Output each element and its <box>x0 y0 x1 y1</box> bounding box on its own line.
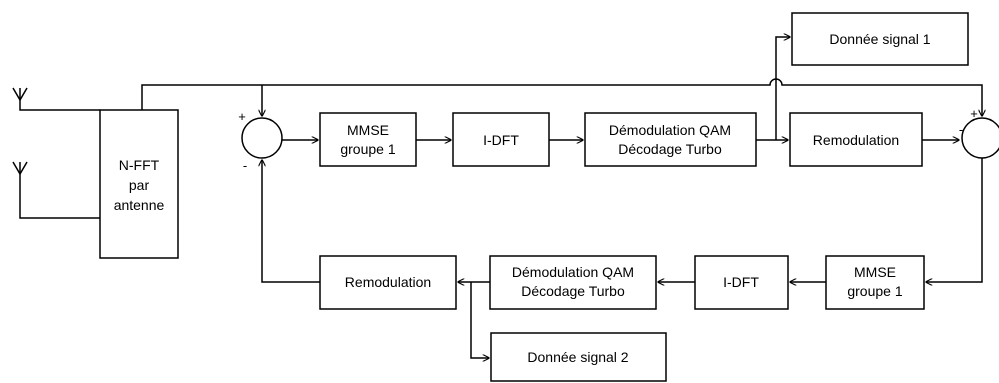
left-summer-minus: - <box>243 158 247 173</box>
nfft-block: N-FFT par antenne <box>99 109 179 259</box>
donnee-signal-2-block: Donnée signal 2 <box>490 332 667 382</box>
antenna-1-icon <box>12 87 100 111</box>
nfft-label-line-1: N-FFT <box>119 157 160 173</box>
arrow-remod-to-left-summer <box>262 160 320 283</box>
demod-bottom-block: Démodulation QAM Décodage Turbo <box>489 255 657 310</box>
mmse-top-label-line-1: MMSE <box>347 122 389 138</box>
demod-top-label-line-1: Démodulation QAM <box>609 122 731 138</box>
arrow-to-donnee-signal-2 <box>470 282 489 358</box>
arrow-to-donnee-signal-1 <box>775 37 790 140</box>
arrow-right-summer-to-mmse-bottom <box>926 158 983 282</box>
demod-top-label-line-2: Décodage Turbo <box>618 141 722 157</box>
mmse-bottom-block: MMSE groupe 1 <box>825 255 925 310</box>
remod-top-label: Remodulation <box>813 132 899 148</box>
mmse-top-label-line-2: groupe 1 <box>340 141 395 157</box>
right-summer-plus: + <box>970 106 978 121</box>
nfft-label-line-2: par <box>129 177 150 193</box>
idft-bottom-block: I-DFT <box>694 255 789 310</box>
donnee-signal-1-label: Donnée signal 1 <box>829 31 930 47</box>
remod-bottom-block: Remodulation <box>319 255 457 310</box>
left-summer-plus: + <box>238 109 246 124</box>
received-signal-bus <box>141 78 982 116</box>
mmse-bottom-label-line-1: MMSE <box>854 264 896 280</box>
idft-bottom-label: I-DFT <box>723 274 759 290</box>
donnee-signal-2-label: Donnée signal 2 <box>527 349 628 365</box>
left-summer: + - <box>238 109 283 173</box>
mmse-top-block: MMSE groupe 1 <box>319 112 417 167</box>
demod-bottom-label-line-2: Décodage Turbo <box>521 283 625 299</box>
demod-top-block: Démodulation QAM Décodage Turbo <box>584 112 757 167</box>
right-summer: + - <box>959 106 999 159</box>
antenna-2-icon <box>12 161 100 219</box>
nfft-label-line-3: antenne <box>114 197 165 213</box>
remod-top-block: Remodulation <box>789 112 923 167</box>
remod-bottom-label: Remodulation <box>345 274 431 290</box>
mmse-bottom-label-line-2: groupe 1 <box>847 283 902 299</box>
demod-bottom-label-line-1: Démodulation QAM <box>512 264 634 280</box>
right-summer-minus: - <box>959 122 963 137</box>
idft-top-block: I-DFT <box>452 112 550 167</box>
idft-top-label: I-DFT <box>483 132 519 148</box>
donnee-signal-1-block: Donnée signal 1 <box>791 12 969 66</box>
